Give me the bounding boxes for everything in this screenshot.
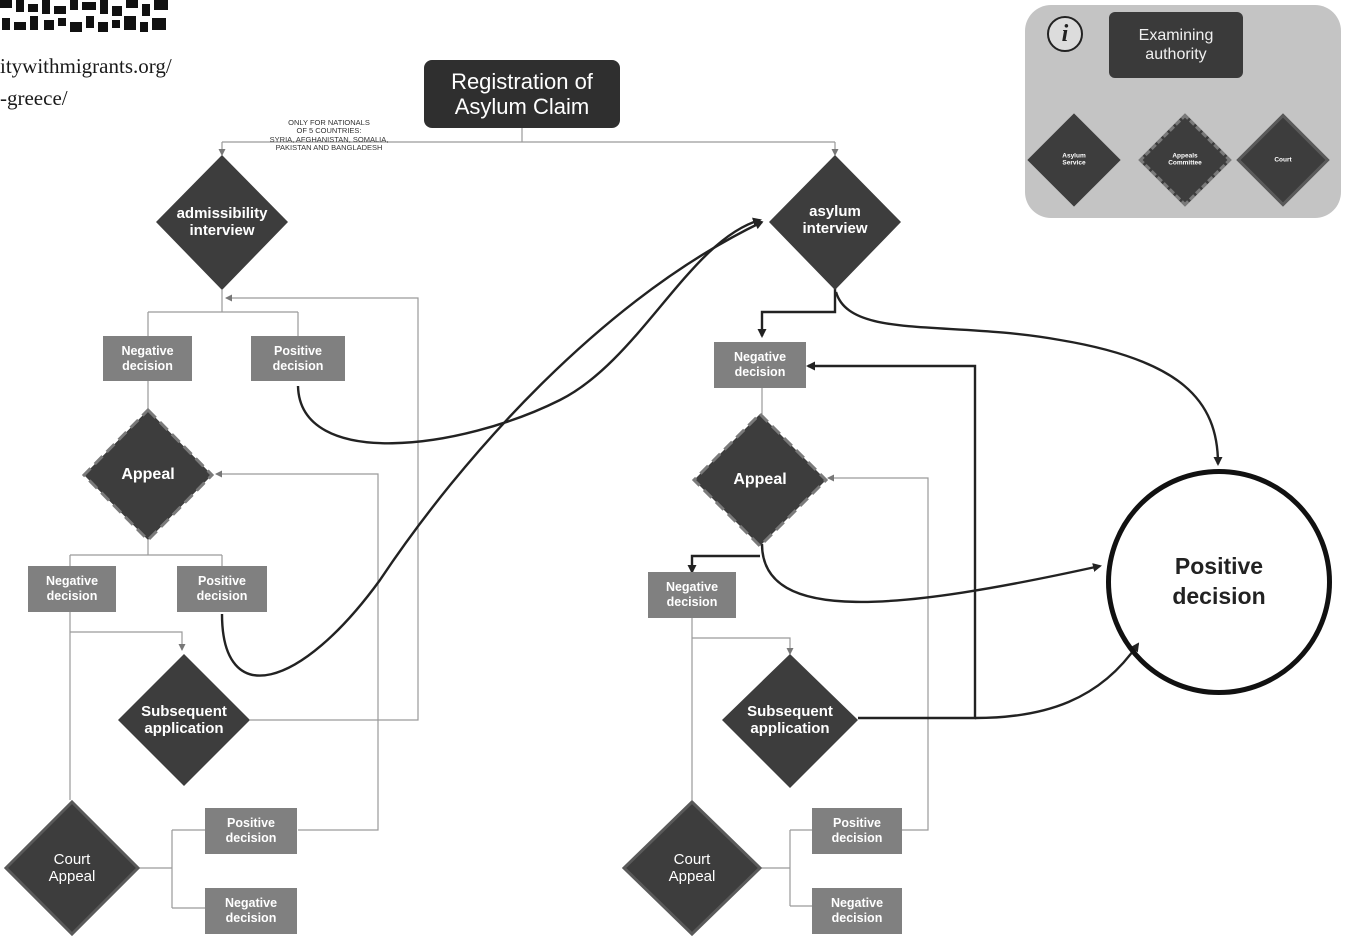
appeal-right-negative-decision: Negative decision [648, 572, 736, 618]
legend-title: Examining authority [1109, 12, 1243, 78]
source-url-line-2: -greece/ [0, 86, 68, 110]
court-left-diamond [3, 799, 141, 937]
legend-court-label: Court [1274, 156, 1292, 164]
source-url-line-1: itywithmigrants.org/ [0, 54, 172, 78]
qr-code [0, 0, 168, 32]
admissibility-interview-diamond [156, 155, 288, 290]
court-right-diamond [621, 799, 763, 937]
legend-appeals-committee-label: Appeals Committee [1168, 152, 1202, 167]
nationals-note: ONLY FOR NATIONALS OF 5 COUNTRIES: SYRIA… [269, 118, 389, 152]
court-left-positive-decision: Positive decision [205, 808, 297, 854]
court-left-negative-decision: Negative decision [205, 888, 297, 934]
subsequent-right-diamond [722, 654, 858, 788]
asylum-negative-decision: Negative decision [714, 342, 806, 388]
appeal-right-diamond [691, 411, 829, 549]
subsequent-left-diamond [118, 654, 250, 786]
info-icon: i [1047, 16, 1083, 52]
adm-negative-decision: Negative decision [103, 336, 192, 381]
final-positive-decision: Positive decision [1106, 469, 1332, 695]
appeal-left-positive-decision: Positive decision [177, 566, 267, 612]
court-right-positive-decision: Positive decision [812, 808, 902, 854]
legend-asylum-service-label: Asylum Service [1062, 152, 1086, 167]
appeal-left-diamond [81, 407, 215, 543]
court-right-negative-decision: Negative decision [812, 888, 902, 934]
appeal-left-negative-decision: Negative decision [28, 566, 116, 612]
adm-positive-decision: Positive decision [251, 336, 345, 381]
legend-examining-authority: i Examining authority Asylum Service App… [1025, 5, 1341, 218]
asylum-interview-diamond [769, 155, 901, 290]
registration-of-asylum-claim: Registration of Asylum Claim [424, 60, 620, 128]
